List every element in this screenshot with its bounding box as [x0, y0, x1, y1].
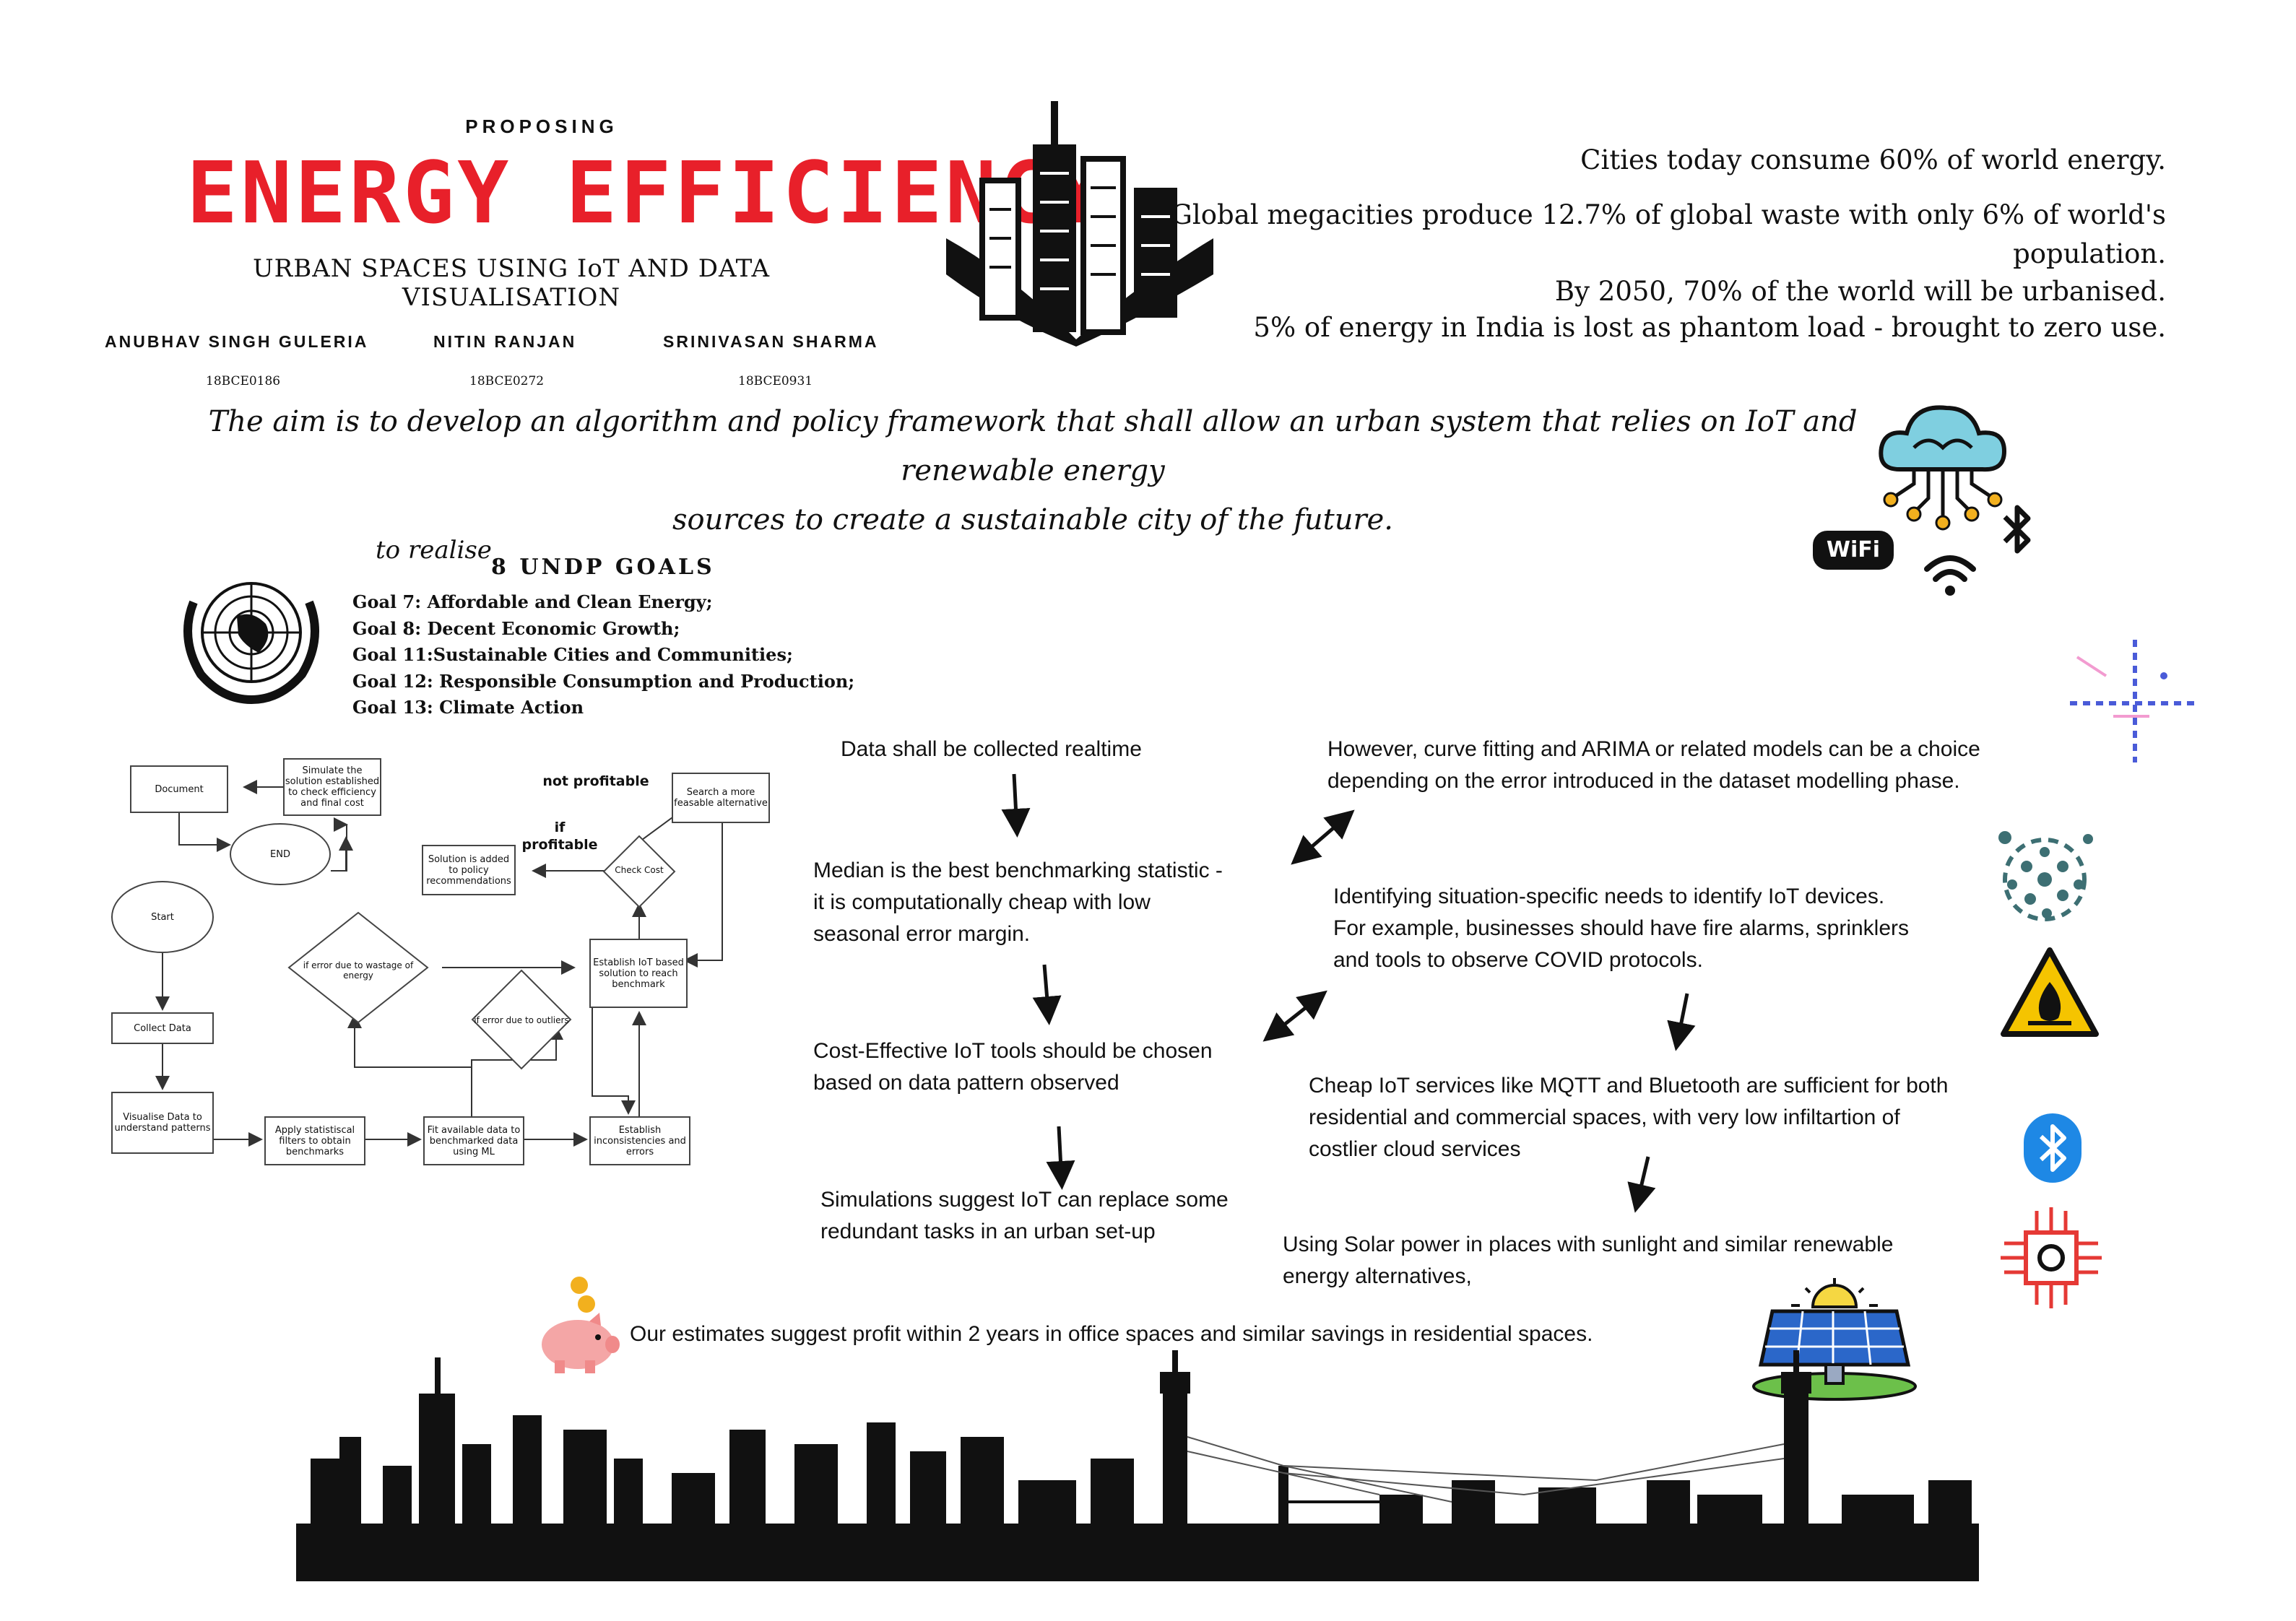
note-line: Using Solar power in places with sunligh… [1283, 1233, 1894, 1256]
note-cost-effective: Cost-Effective IoT tools should be chose… [813, 1035, 1213, 1099]
fc-solution-added: Solution is added to policy recommendati… [422, 845, 516, 895]
fc-simulate: Simulate the solution established to che… [283, 758, 381, 816]
note-line: Simulations suggest IoT can replace some [820, 1188, 1229, 1212]
note-line: Cheap IoT services like MQTT and Bluetoo… [1309, 1074, 1949, 1098]
fc-start: Start [111, 881, 214, 953]
scatter-plot-icon [2070, 640, 2197, 762]
fc-establish-inconsistencies: Establish inconsistencies and errors [589, 1116, 690, 1165]
fc-outliers-diamond [471, 969, 572, 1070]
goal-item: Goal 7: Affordable and Clean Energy; [352, 591, 713, 612]
un-emblem-icon [183, 582, 319, 704]
note-line: costlier cloud services [1309, 1137, 1521, 1161]
note-line: residential and commercial spaces, with … [1309, 1105, 1900, 1129]
fc-fit-data: Fit available data to benchmarked data u… [423, 1116, 524, 1165]
note-line: seasonal error margin. [813, 922, 1031, 946]
note-curve-fitting: However, curve fitting and ARIMA or rela… [1327, 734, 1980, 797]
fc-collect: Collect Data [111, 1012, 214, 1044]
fact-energy: Cities today consume 60% of world energy… [1580, 144, 2166, 175]
wifi-signal-icon [1924, 555, 1976, 596]
note-line: depending on the error introduced in the… [1327, 769, 1960, 793]
note-line: it is computationally cheap with low [813, 890, 1151, 914]
author-roll-2: 18BCE0272 [469, 374, 545, 388]
fact-phantom: 5% of energy in India is lost as phantom… [1253, 312, 2166, 343]
fact-waste: Global megacities produce 12.7% of globa… [1171, 199, 2166, 230]
virus-icon [1998, 831, 2093, 921]
fc-end: END [230, 823, 331, 885]
goal-list: Goal 7: Affordable and Clean Energy; Goa… [352, 589, 854, 721]
note-line: based on data pattern observed [813, 1071, 1119, 1095]
goal-item: Goal 8: Decent Economic Growth; [352, 617, 680, 639]
wifi-badge-icon: WiFi [1813, 531, 1894, 570]
author-name-2: NITIN RANJAN [433, 332, 577, 351]
cloud-iot-icon [1879, 405, 2007, 531]
fc-apply-filters: Apply statistiscal filters to obtain ben… [264, 1116, 365, 1165]
fc-error-wastage: if error due to wastage of energy [303, 960, 414, 981]
skyscraper-icon [946, 101, 1213, 347]
fc-check-cost: Check Cost [615, 865, 664, 875]
note-profit: Our estimates suggest profit within 2 ye… [630, 1322, 1593, 1346]
note-line: and tools to observe COVID protocols. [1333, 948, 1703, 972]
page-subtitle: URBAN SPACES USING IoT AND DATA VISUALIS… [252, 254, 771, 312]
aim-line-1: The aim is to develop an algorithm and p… [208, 405, 1858, 487]
fc-label-if-profitable: if profitable [521, 820, 598, 853]
author-roll-1: 18BCE0186 [206, 374, 281, 388]
note-line: redundant tasks in an urban set-up [820, 1220, 1156, 1243]
fc-visualise: Visualise Data to understand patterns [111, 1092, 214, 1154]
piggy-bank-icon [542, 1277, 620, 1373]
goal-item: Goal 13: Climate Action [352, 697, 584, 718]
author-name-3: SRINIVASAN SHARMA [663, 332, 879, 351]
note-solar: Using Solar power in places with sunligh… [1283, 1229, 1893, 1292]
fc-label-not-profitable: not profitable [542, 773, 649, 789]
note-cheap-iot: Cheap IoT services like MQTT and Bluetoo… [1309, 1070, 1948, 1165]
fact-urbanised: By 2050, 70% of the world will be urbani… [1554, 276, 2166, 307]
note-line: Identifying situation-specific needs to … [1333, 885, 1885, 908]
bluetooth-badge-icon [2024, 1113, 2081, 1183]
author-name-1: ANUBHAV SINGH GULERIA [105, 332, 369, 351]
author-roll-3: 18BCE0931 [738, 374, 813, 388]
fc-wastage-diamond [287, 911, 429, 1024]
undp-heading: 8 UNDP GOALS [491, 555, 715, 580]
aim-statement: The aim is to develop an algorithm and p… [130, 397, 1936, 544]
fc-search-alt: Search a more feasable alternative [672, 773, 770, 823]
goal-item: Goal 12: Responsible Consumption and Pro… [352, 670, 855, 692]
aim-line-2: sources to create a sustainable city of … [672, 503, 1393, 536]
city-skyline-icon [296, 1350, 1979, 1581]
fc-establish-iot: Establish IoT based solution to reach be… [589, 939, 688, 1008]
flowchart: Document Simulate the solution establish… [101, 744, 794, 1191]
note-line: Cost-Effective IoT tools should be chose… [813, 1039, 1213, 1063]
goal-item: Goal 11:Sustainable Cities and Communiti… [352, 644, 793, 665]
note-line: For example, businesses should have fire… [1333, 916, 1910, 940]
note-median: Median is the best benchmarking statisti… [813, 855, 1223, 950]
bluetooth-icon [2003, 505, 2031, 554]
fc-check-cost-diamond [602, 835, 676, 908]
undp-lead: to realise [376, 536, 492, 565]
note-line: Median is the best benchmarking statisti… [813, 859, 1223, 882]
fire-warning-icon [2001, 947, 2099, 1037]
note-line: However, curve fitting and ARIMA or rela… [1327, 737, 1980, 761]
circuit-chip-icon [2001, 1207, 2102, 1308]
kicker-text: PROPOSING [465, 116, 618, 137]
page-title: ENERGY EFFICIENCY [186, 143, 1108, 243]
fact-waste-cont: population. [2013, 238, 2166, 269]
fc-error-outliers: if error due to outliers [474, 1015, 569, 1025]
note-line: energy alternatives, [1283, 1264, 1472, 1288]
note-simulations: Simulations suggest IoT can replace some… [820, 1184, 1229, 1248]
note-identify-devices: Identifying situation-specific needs to … [1333, 881, 1909, 976]
note-collected: Data shall be collected realtime [841, 737, 1142, 761]
fc-document: Document [130, 765, 228, 813]
